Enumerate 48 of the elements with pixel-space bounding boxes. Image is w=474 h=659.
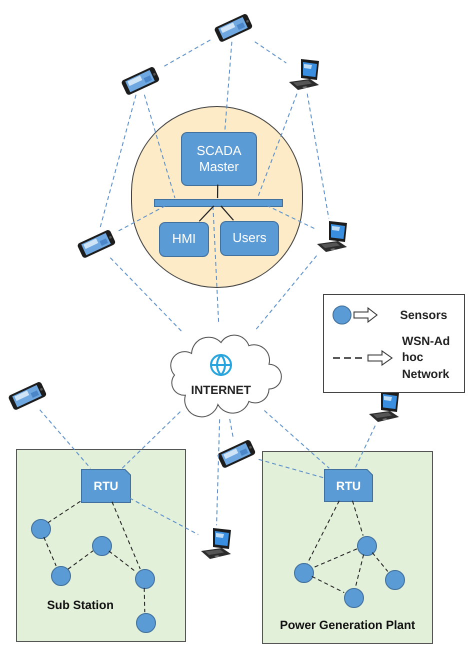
dashed-link: [112, 501, 141, 570]
dashed-link: [67, 550, 94, 570]
dashed-link: [48, 500, 81, 524]
connector-line: [220, 206, 234, 221]
node-label: Sub Station: [47, 598, 114, 612]
node-label: INTERNET: [191, 382, 251, 399]
dashed-link: [162, 39, 211, 68]
node-label: Users: [232, 230, 266, 247]
process-box: [159, 222, 209, 257]
node-label: SCADA Master: [196, 142, 242, 176]
dashed-link: [311, 576, 345, 594]
legend-label: Sensors: [400, 306, 448, 323]
dashed-link: [100, 94, 136, 229]
dashed-link: [110, 257, 182, 332]
site-box: [262, 451, 433, 644]
node-label: HMI: [172, 231, 196, 248]
dashed-link: [257, 93, 298, 198]
dashed-link: [267, 206, 315, 229]
dashed-link: [224, 41, 232, 132]
dashed-link: [255, 255, 318, 331]
dashed-link: [352, 500, 364, 536]
dashed-link: [216, 418, 220, 526]
dashed-link: [264, 410, 330, 469]
dashed-link: [144, 587, 146, 613]
dashed-link: [144, 94, 176, 198]
dashed-link: [122, 411, 181, 469]
dashed-link: [306, 93, 330, 219]
dashed-link: [372, 552, 388, 572]
dashed-link: [118, 206, 166, 232]
bus-bar: [154, 199, 283, 207]
node-label: RTU: [336, 478, 361, 494]
dashed-link: [229, 418, 234, 439]
dashed-link: [354, 554, 364, 588]
dashed-link: [312, 548, 358, 569]
node-label: Power Generation Plant: [280, 618, 416, 632]
dashed-link: [254, 41, 287, 64]
dashed-link: [108, 550, 137, 572]
dashed-link: [43, 536, 57, 566]
connector-line: [216, 184, 218, 198]
dashed-link: [129, 498, 199, 536]
process-box: [220, 221, 279, 256]
connector-line: [198, 206, 214, 222]
site-box: [16, 449, 186, 642]
node-label: RTU: [94, 478, 118, 495]
dashed-link: [39, 409, 91, 469]
process-box: [181, 132, 257, 186]
dashed-link: [354, 425, 376, 469]
legend-label: WSN-Ad hoc Network: [402, 332, 451, 382]
